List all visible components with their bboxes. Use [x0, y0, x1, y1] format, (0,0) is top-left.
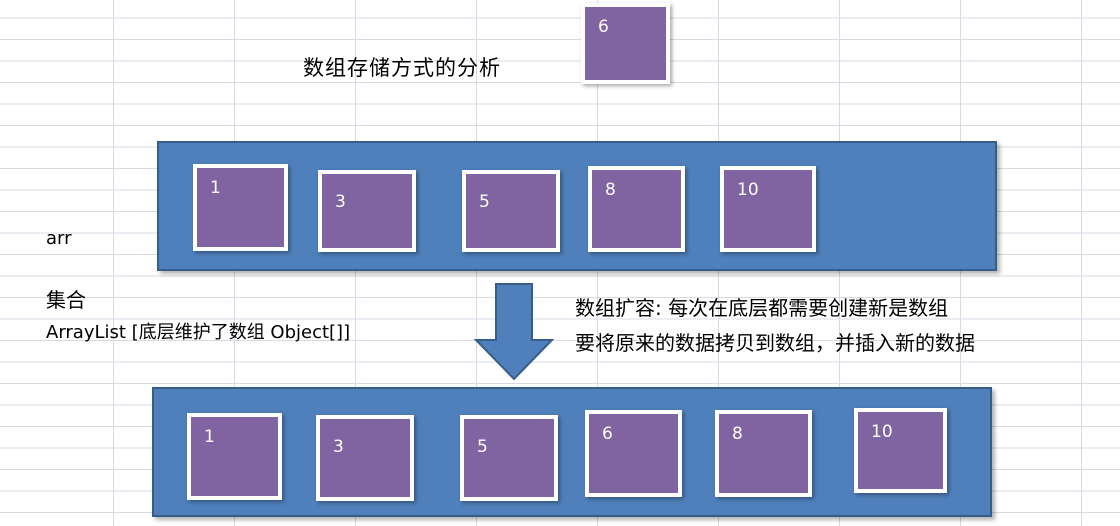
cell-value: 1 — [204, 427, 215, 447]
collection-label: 集合 — [46, 288, 86, 312]
array-after-cell: 5 — [460, 415, 558, 501]
expansion-note-line1: 数组扩容: 每次在底层都需要创建新是数组 — [575, 296, 949, 320]
cell-value: 3 — [333, 437, 344, 457]
array-before-cell: 1 — [193, 164, 288, 251]
array-after-cell: 3 — [316, 415, 414, 501]
cell-value: 10 — [737, 180, 759, 200]
cell-value: 1 — [210, 178, 221, 198]
cell-value: 8 — [605, 180, 616, 200]
cell-value: 8 — [732, 424, 743, 444]
array-after-cell: 10 — [854, 408, 947, 493]
cell-value: 3 — [335, 192, 346, 212]
array-after-cell: 6 — [585, 410, 682, 497]
diagram-title: 数组存储方式的分析 — [303, 56, 501, 80]
cell-value: 5 — [477, 437, 488, 457]
array-before-cell: 5 — [462, 170, 560, 252]
array-after-cell: 1 — [187, 413, 282, 500]
cell-value: 5 — [479, 192, 490, 212]
cell-value: 6 — [598, 17, 609, 37]
array-after-cell: 8 — [715, 410, 812, 497]
cell-value: 6 — [602, 424, 613, 444]
cell-value: 10 — [871, 422, 893, 442]
arr-label: arr — [46, 228, 72, 249]
expansion-note-line2: 要将原来的数据拷贝到数组，并插入新的数据 — [575, 331, 975, 355]
down-arrow-icon — [474, 283, 554, 381]
new-element-cell: 6 — [581, 3, 670, 84]
arraylist-label: ArrayList [底层维护了数组 Object[]] — [46, 322, 351, 343]
array-before-cell: 3 — [318, 170, 416, 252]
array-before-cell: 8 — [588, 166, 685, 252]
array-before-container — [157, 141, 997, 271]
array-before-cell: 10 — [720, 166, 816, 252]
array-after-container — [152, 387, 992, 517]
